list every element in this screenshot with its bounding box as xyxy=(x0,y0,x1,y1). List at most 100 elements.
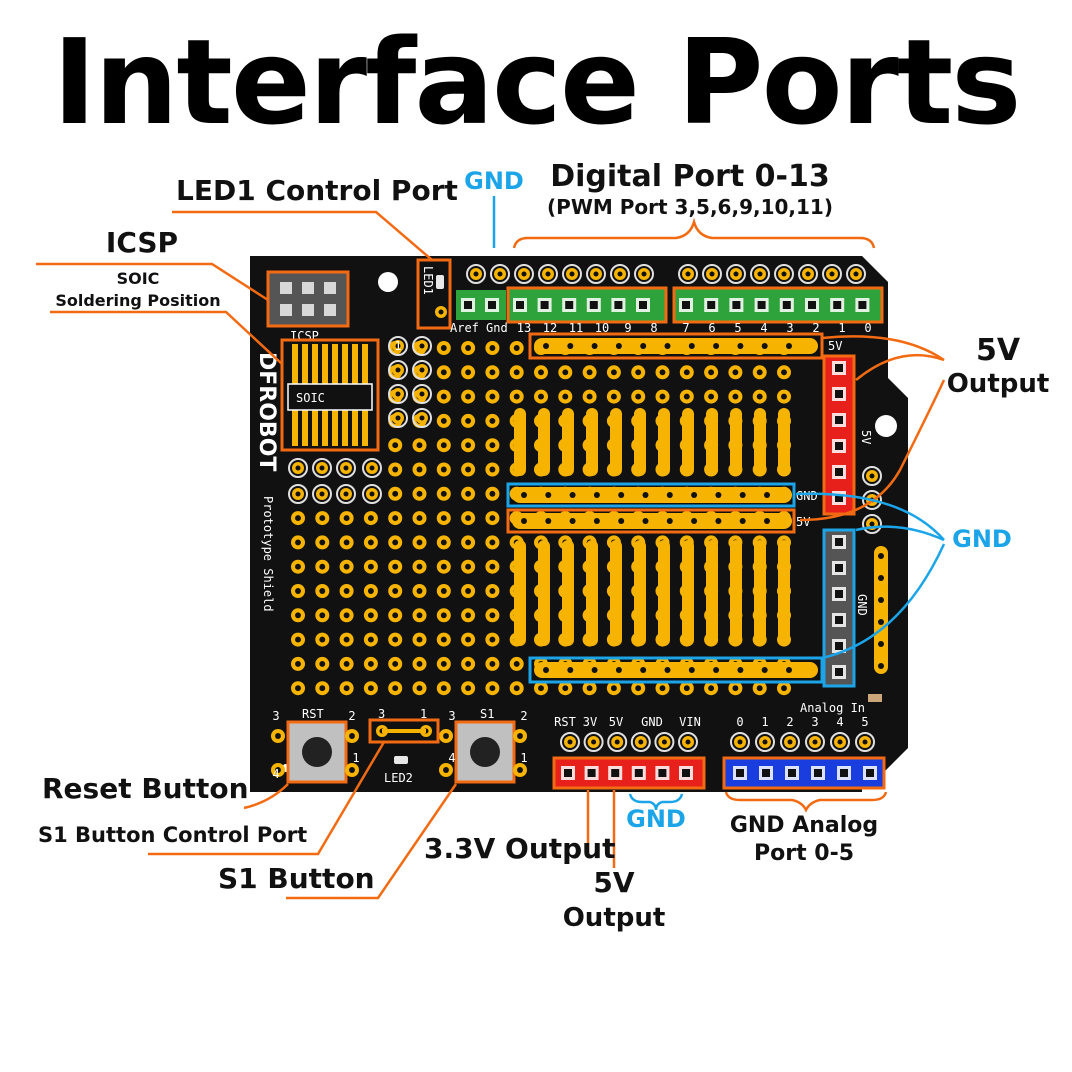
rail-hole xyxy=(543,667,549,673)
pad-hole xyxy=(349,767,355,773)
pad-hole xyxy=(367,636,374,643)
socket-hole xyxy=(835,616,843,624)
rail-hole xyxy=(545,492,552,498)
pad-hole xyxy=(489,345,496,351)
socket-hole xyxy=(565,301,574,309)
brace-gnd-bottom xyxy=(628,793,684,811)
rail-hole xyxy=(618,518,625,524)
line-5v-right-b xyxy=(855,353,945,381)
pad-hole xyxy=(319,515,326,522)
reset-button[interactable] xyxy=(286,720,348,784)
line-icsp xyxy=(36,262,269,302)
mounting-hole xyxy=(875,415,897,437)
pad-hole xyxy=(812,739,818,745)
pad-hole xyxy=(295,685,301,692)
rail-hole xyxy=(688,343,695,349)
vertical-strip-top xyxy=(634,408,646,476)
socket-hole xyxy=(835,642,843,650)
socket-hole xyxy=(564,769,572,777)
pad-hole xyxy=(440,393,447,400)
pad-hole xyxy=(787,739,793,745)
pad-hole xyxy=(465,417,472,424)
soic-footprint xyxy=(287,344,373,446)
right-5v-board-label: 5V xyxy=(859,430,873,444)
pad-hole xyxy=(685,271,691,277)
pad-hole xyxy=(465,442,472,449)
pad-strips: 1 xyxy=(288,336,818,678)
pad-ring xyxy=(560,732,580,752)
socket-hole xyxy=(757,301,766,309)
pad-hole xyxy=(295,636,301,643)
pad-hole xyxy=(732,685,739,692)
pad-ring xyxy=(490,264,510,284)
soic-callout-box xyxy=(280,338,380,452)
pad-hole xyxy=(489,369,496,376)
button-corner-label: 2 xyxy=(348,709,355,723)
gnd-analog-label: GND Analog xyxy=(729,813,879,838)
rail-hole xyxy=(715,518,722,524)
rail-hole xyxy=(567,667,574,673)
5v-output-bottom-label: 5V xyxy=(593,866,635,899)
analog-in-label: Analog In xyxy=(800,701,865,715)
pad-hole xyxy=(781,685,787,692)
pad-hole xyxy=(419,343,425,349)
socket-hole xyxy=(516,301,524,309)
led1-board-label: LED1 xyxy=(421,266,435,295)
s1-button[interactable] xyxy=(454,720,516,784)
pad-hole xyxy=(545,271,551,277)
pad-hole xyxy=(756,685,763,692)
pad-hole xyxy=(465,393,472,400)
pad-hole xyxy=(440,539,447,546)
rail-hole xyxy=(567,343,574,349)
power-sockets xyxy=(561,766,693,780)
pad-hole xyxy=(295,612,301,619)
pin-one-marker: 1 xyxy=(394,339,401,353)
power-pads xyxy=(560,732,698,752)
digital-pin-label: 5 xyxy=(734,321,741,335)
socket-hole xyxy=(488,301,496,309)
pwm-port-label: (PWM Port 3,5,6,9,10,11) xyxy=(547,195,833,219)
pad-hole xyxy=(610,369,617,376)
pad-hole xyxy=(367,685,374,692)
vertical-strip-top xyxy=(610,408,622,476)
pad-ring xyxy=(855,732,875,752)
pad-hole xyxy=(319,612,326,619)
5v-rail-box xyxy=(506,508,796,534)
pad-ring xyxy=(678,264,698,284)
pad-hole xyxy=(440,685,447,692)
socket-hole xyxy=(835,564,843,572)
3v3-output-label: 3.3V Output xyxy=(424,832,616,865)
bottom-gnd-rail-box xyxy=(528,656,824,684)
digital-pin-label: 1 xyxy=(838,321,845,335)
vertical-strip-bottom xyxy=(778,540,790,646)
pad-hole xyxy=(440,369,447,376)
button-corner-label: 3 xyxy=(272,709,279,723)
pad-hole xyxy=(443,767,449,773)
soic-soldering-label: Soldering Position xyxy=(55,291,221,310)
pad-hole xyxy=(392,490,399,497)
gnd-rail-box xyxy=(506,482,796,508)
led1-control-port-label: LED1 Control Port xyxy=(176,174,458,207)
top-5v-rail-label: 5V xyxy=(828,339,842,353)
digital-pin-label: 2 xyxy=(812,321,819,335)
right-strip-hole xyxy=(878,641,884,647)
line-s1-ctrl xyxy=(148,741,386,856)
pad-hole xyxy=(392,612,399,619)
rail-hole xyxy=(713,343,720,349)
pad-hole xyxy=(756,393,763,400)
rst-board-label: RST xyxy=(302,707,324,721)
horizontal-rail xyxy=(512,487,792,503)
socket-hole xyxy=(540,301,549,309)
pad-ring xyxy=(412,384,432,404)
pad-hole xyxy=(659,393,666,400)
pad-hole xyxy=(513,393,520,400)
vertical-strip-bottom xyxy=(538,540,550,646)
pad-hole xyxy=(638,739,644,745)
pad-ring xyxy=(862,514,882,534)
rail-hole xyxy=(737,667,744,673)
pad-ring xyxy=(388,336,408,356)
soic-board-label: SOIC xyxy=(296,391,325,405)
